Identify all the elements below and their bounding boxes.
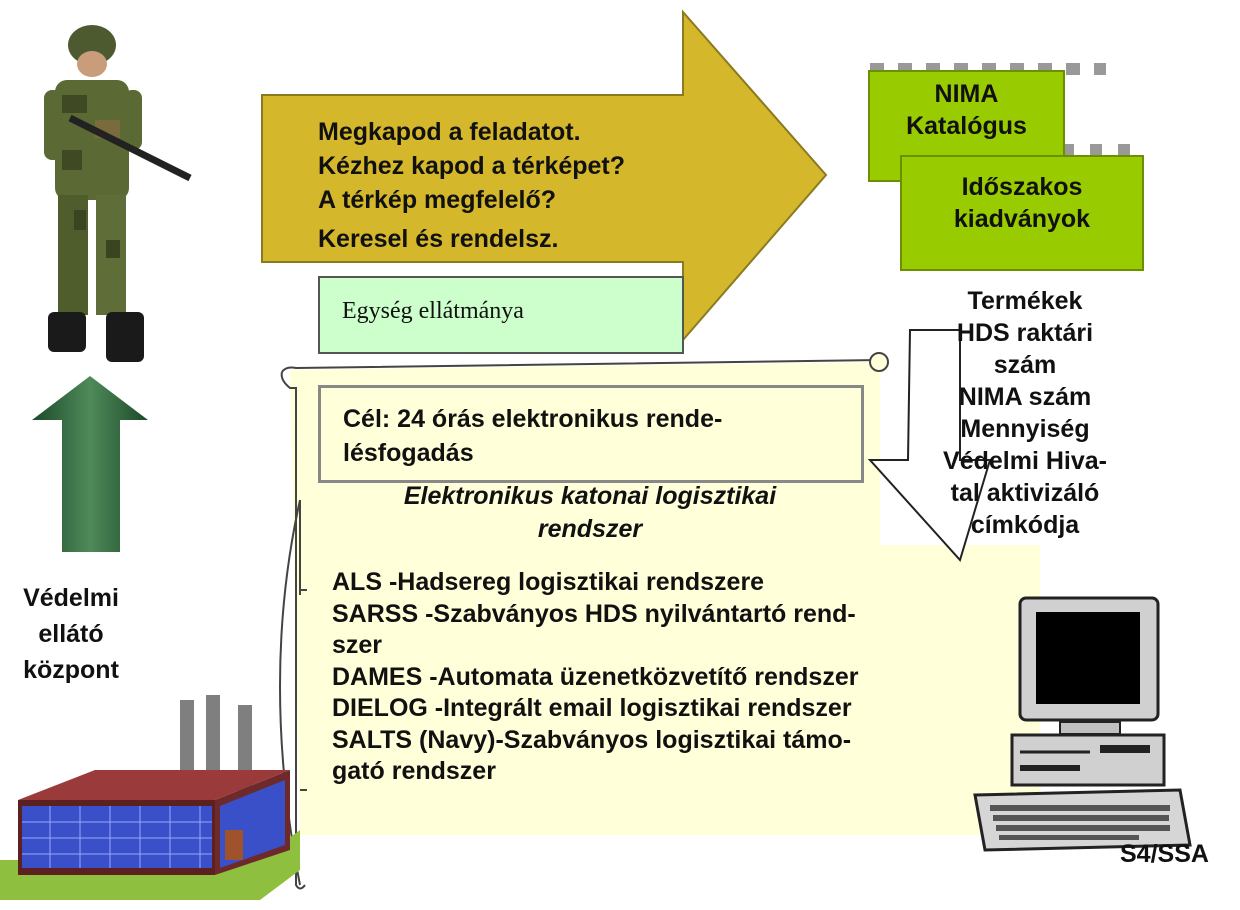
arrow-line-2: Kézhez kapod a térképet? xyxy=(318,152,626,180)
products-line: szám xyxy=(993,351,1057,379)
systems-line: SALTS (Navy)-Szabványos logisztikai támo… xyxy=(332,725,852,754)
soldier-icon xyxy=(44,25,192,362)
arrow-line-4: Keresel és rendelsz. xyxy=(318,225,559,253)
systems-list: ALS -Hadsereg logisztikai rendszere SARS… xyxy=(332,567,1022,788)
nima-line-2: Katalógus xyxy=(906,112,1027,140)
systems-line: SARSS -Szabványos HDS nyilvántartó rend- xyxy=(332,599,856,628)
periodicals-line-1: Időszakos xyxy=(961,173,1083,201)
products-line: tal aktivizáló xyxy=(950,479,1100,507)
products-line: Termékek xyxy=(967,287,1083,315)
goal-box: Cél: 24 órás elektronikus rende- lésfoga… xyxy=(318,385,864,483)
big-arrow xyxy=(261,9,828,343)
depot-label: Védelmi ellátó központ xyxy=(6,580,136,688)
scroll-title-line-1: Elektronikus katonai logisztikai xyxy=(403,482,777,510)
goal-line-1: Cél: 24 órás elektronikus rende- xyxy=(343,405,723,433)
systems-line: DAMES -Automata üzenetközvetítő rendszer xyxy=(332,662,859,691)
products-line: címkódja xyxy=(970,511,1080,539)
goal-line-2: lésfogadás xyxy=(343,439,474,467)
depot-line-2: ellátó xyxy=(38,620,104,648)
depot-line-1: Védelmi xyxy=(23,584,119,612)
products-list: Termékek HDS raktári szám NIMA szám Menn… xyxy=(905,285,1145,541)
up-arrow-icon xyxy=(32,376,148,552)
factory-icon xyxy=(0,695,300,900)
nima-line-1: NIMA xyxy=(934,80,999,108)
periodicals-box: Időszakos kiadványok xyxy=(900,155,1144,271)
products-line: NIMA szám xyxy=(958,383,1092,411)
systems-line: szer xyxy=(332,631,383,659)
products-line: HDS raktári xyxy=(956,319,1094,347)
systems-line: ALS -Hadsereg logisztikai rendszere xyxy=(332,568,765,596)
products-line: Védelmi Hiva- xyxy=(943,447,1107,475)
arrow-line-3: A térkép megfelelő? xyxy=(318,186,557,214)
unit-supply-label: Egység ellátmánya xyxy=(342,298,524,324)
down-arrow xyxy=(867,329,992,562)
scroll-title-line-2: rendszer xyxy=(537,515,643,543)
periodicals-line-2: kiadványok xyxy=(953,205,1091,233)
unit-supply-box: Egység ellátmánya xyxy=(318,276,684,354)
products-line: Mennyiség xyxy=(960,415,1090,443)
arrow-line-1: Megkapod a feladatot. xyxy=(318,118,581,146)
scroll-title: Elektronikus katonai logisztikai rendsze… xyxy=(300,480,880,546)
computer-icon xyxy=(973,596,1192,852)
arrow-text-block: Megkapod a feladatot. Kézhez kapod a tér… xyxy=(318,115,798,256)
depot-line-3: központ xyxy=(23,656,119,684)
computer-label: S4/SSA xyxy=(1120,840,1209,868)
systems-line: gató rendszer xyxy=(332,757,496,785)
systems-line: DIELOG -Integrált email logisztikai rend… xyxy=(332,694,852,722)
